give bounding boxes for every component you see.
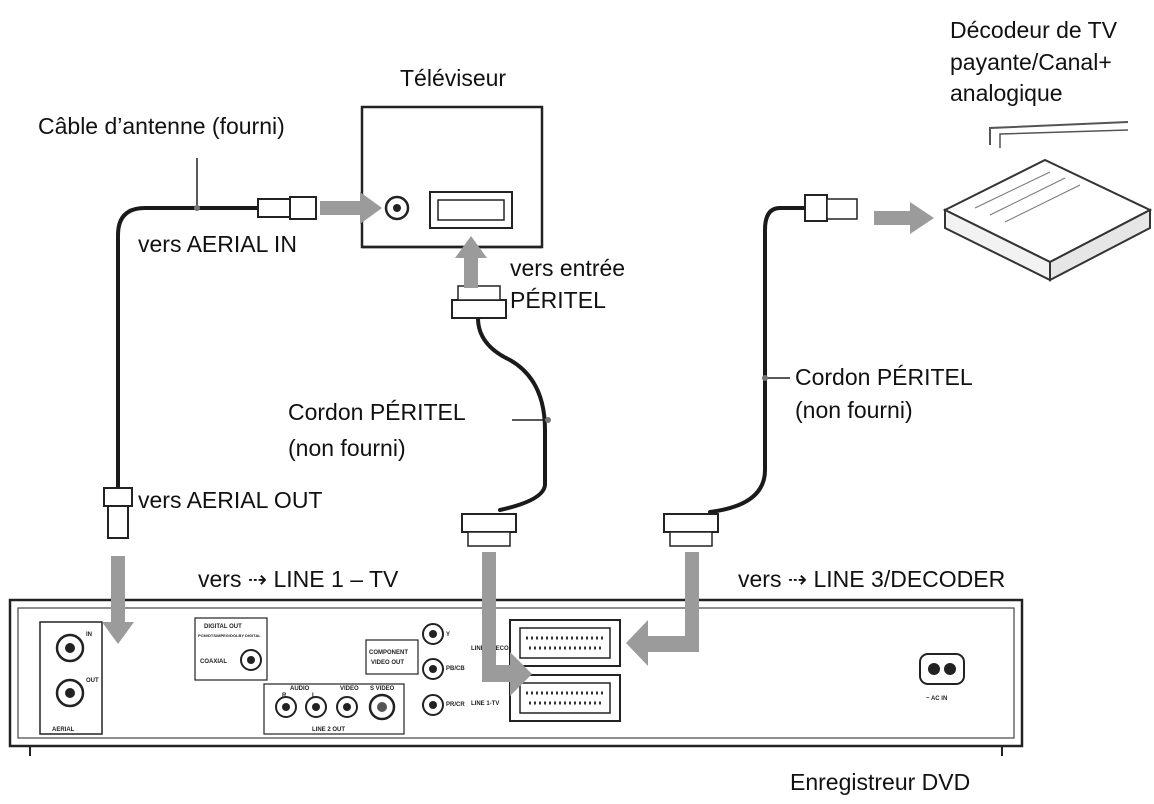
line2-out-block: AUDIO VIDEO S VIDEO R L LINE 2 OUT	[263, 683, 405, 735]
component-block: COMPONENT VIDEO OUT Y PB/CB PR/CR	[365, 623, 465, 716]
arrow-to-line3	[626, 552, 699, 666]
acin-text: ~ AC IN	[926, 696, 947, 702]
arrow-to-line1	[482, 552, 532, 696]
scart-cord-left-label-line1: Cordon PÉRITEL	[288, 399, 466, 425]
r-text: R	[282, 693, 287, 699]
to-aerial-in-label: vers AERIAL IN	[138, 231, 297, 257]
video-text: VIDEO	[340, 686, 359, 692]
to-scart-in-label-line1: vers entrée	[510, 255, 625, 281]
line1-text: LINE 1-TV	[471, 701, 499, 707]
line3-text: LINE 3/DECODER	[471, 646, 522, 652]
pr-text: PR/CR	[446, 702, 465, 708]
y-text: Y	[446, 632, 450, 638]
tv-label: Téléviseur	[400, 65, 506, 91]
antenna-cable-label: Câble d’antenne (fourni)	[38, 113, 285, 139]
aerial-block: IN OUT AERIAL	[39, 621, 103, 735]
to-line1-tv-label: vers ⇢ LINE 1 – TV	[198, 566, 399, 592]
scart-cord-right-label-line2: (non fourni)	[795, 397, 913, 423]
recorder-label: Enregistreur DVD	[790, 769, 970, 795]
line1-tv-socket: LINE 1-TV	[471, 674, 621, 722]
tv-scart-socket	[429, 191, 513, 229]
to-scart-in-label-line2: PÉRITEL	[510, 287, 606, 313]
arrow-to-tv-aerial	[320, 192, 382, 224]
scart-cord-right	[663, 194, 858, 547]
decoder-box	[942, 121, 1153, 282]
decoder-label-line1: Décodeur de TV	[950, 17, 1118, 43]
tv	[360, 105, 544, 249]
line3-decoder-socket: LINE 3/DECODER	[471, 619, 621, 667]
decoder-label-line3: analogique	[950, 80, 1063, 106]
audio-text: AUDIO	[290, 686, 310, 692]
pcm-text: PCM/DTS/MPEG/DOLBY DIGITAL	[198, 633, 261, 638]
video-out-text: VIDEO OUT	[371, 660, 404, 666]
line2out-text: LINE 2 OUT	[312, 727, 345, 733]
ac-in: ~ AC IN	[919, 653, 965, 702]
arrow-to-tv-scart	[455, 236, 487, 288]
scart-cord-right-label-line1: Cordon PÉRITEL	[795, 364, 973, 390]
aerial-text: AERIAL	[52, 727, 75, 733]
arrow-to-aerial-out	[102, 556, 134, 644]
svideo-text: S VIDEO	[370, 686, 395, 692]
aerial-out-text: OUT	[86, 678, 99, 684]
tv-aerial-in-jack	[384, 195, 410, 221]
arrow-to-decoder	[874, 202, 934, 234]
pb-text: PB/CB	[446, 666, 465, 672]
scart-cord-left-label-line2: (non fourni)	[288, 435, 406, 461]
to-aerial-out-label: vers AERIAL OUT	[138, 487, 322, 513]
component-text: COMPONENT	[369, 650, 408, 656]
coaxial-text: COAXIAL	[200, 659, 227, 665]
to-line3-decoder-label: vers ⇢ LINE 3/DECODER	[738, 566, 1005, 592]
antenna-cable	[103, 158, 317, 539]
scart-cord-left	[451, 285, 551, 547]
decoder-label-line2: payante/Canal+	[950, 49, 1112, 75]
aerial-in-text: IN	[86, 632, 92, 638]
digital-out-block: DIGITAL OUT PCM/DTS/MPEG/DOLBY DIGITAL C…	[194, 617, 268, 681]
digital-out-text: DIGITAL OUT	[204, 624, 242, 630]
l-text: L	[312, 693, 316, 699]
